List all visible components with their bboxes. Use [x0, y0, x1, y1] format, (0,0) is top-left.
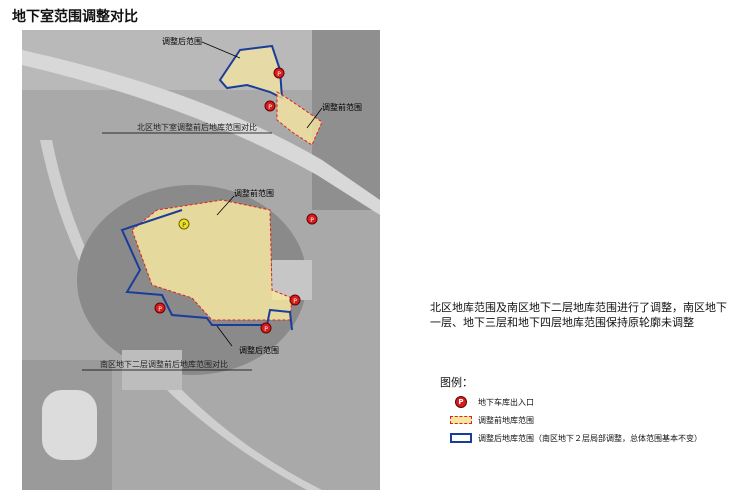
parking-icon: P	[450, 396, 472, 408]
legend-item-before: 调整前地库范围	[450, 414, 534, 426]
site-plan-map: P P P P P P P 调整后范围 调整前范围 北区地下室调整前后地库范围对…	[22, 30, 380, 490]
stadium	[42, 390, 97, 460]
parking-marker: P	[154, 302, 166, 314]
legend-item-after: 调整后地库范围（南区地下２层局部调整，总体范围基本不变）	[450, 432, 702, 444]
parking-marker: P	[260, 322, 272, 334]
svg-text:P: P	[268, 104, 272, 111]
page-title: 地下室范围调整对比	[12, 9, 138, 25]
svg-text:P: P	[182, 222, 186, 229]
label-south-before: 调整前范围	[234, 188, 274, 198]
svg-text:P: P	[310, 217, 314, 224]
road-main	[22, 50, 380, 215]
parking-marker: P	[273, 67, 285, 79]
solid-swatch-icon	[450, 432, 472, 444]
label-south-caption: 南区地下二层调整前后地库范围对比	[100, 359, 228, 369]
legend-item-parking: P 地下车库出入口	[450, 396, 534, 408]
svg-text:P: P	[158, 306, 162, 313]
parking-marker: P	[306, 213, 318, 225]
parking-marker: P	[178, 218, 190, 230]
label-north-before: 调整前范围	[322, 102, 362, 112]
north-before-boundary	[276, 91, 323, 146]
south-before-boundary	[131, 199, 293, 321]
svg-text:P: P	[264, 326, 268, 333]
label-north-caption: 北区地下室调整前后地库范围对比	[137, 122, 257, 132]
south-after-boundary	[120, 209, 293, 331]
label-north-after: 调整后范围	[162, 36, 202, 46]
parking-marker: P	[289, 294, 301, 306]
description-text: 北区地库范围及南区地下二层地库范围进行了调整，南区地下一层、地下三层和地下四层地…	[430, 301, 727, 329]
north-after-boundary	[218, 44, 284, 100]
svg-text:P: P	[277, 71, 281, 78]
parking-marker: P	[264, 100, 276, 112]
legend-title: 图例：	[440, 376, 473, 389]
dashed-swatch-icon	[450, 414, 472, 426]
legend-label: 调整前地库范围	[478, 415, 534, 425]
svg-text:P: P	[293, 298, 297, 305]
legend-label: 调整后地库范围（南区地下２层局部调整，总体范围基本不变）	[478, 433, 702, 443]
label-south-after: 调整后范围	[239, 345, 279, 355]
legend-label: 地下车库出入口	[478, 397, 534, 407]
